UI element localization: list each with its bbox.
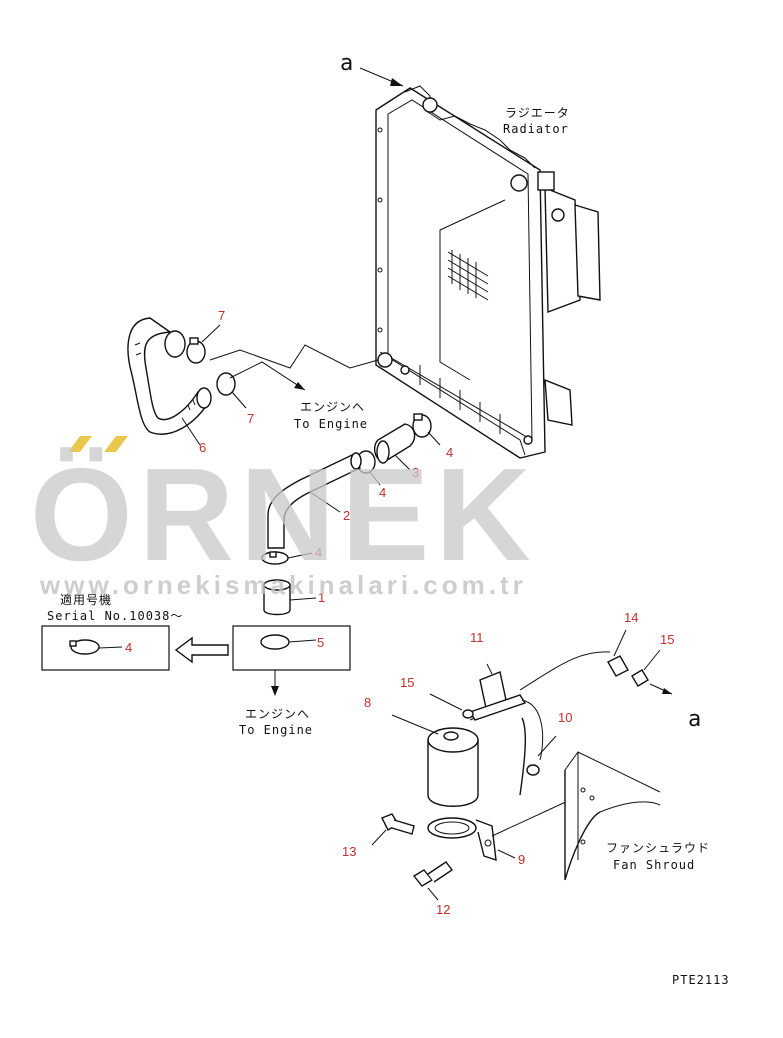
fan-shroud-label-jp: ファンシュラウド bbox=[606, 841, 710, 855]
part-number-4-middle: 4 bbox=[379, 485, 386, 500]
radiator-core-hatch bbox=[447, 250, 489, 301]
radiator-label-jp: ラジエータ bbox=[505, 106, 570, 120]
view-marker-top: a bbox=[340, 51, 353, 76]
watermark-brand: ÖRNEK bbox=[30, 441, 537, 588]
part-number-2: 2 bbox=[343, 508, 350, 523]
engine-label-jp-2: エンジンへ bbox=[245, 707, 310, 721]
engine-arrow-1 bbox=[294, 382, 305, 390]
serial-label-en: Serial No.10038～ bbox=[47, 609, 183, 623]
part-number-7a: 7 bbox=[218, 308, 225, 323]
bracket-part-11 bbox=[468, 651, 611, 761]
bolt-part-12 bbox=[412, 861, 454, 901]
serial-label-jp: 適用号機 bbox=[60, 592, 112, 607]
watermark-url: www.ornekismakinalari.com.tr bbox=[39, 570, 527, 600]
fan-shroud bbox=[564, 751, 661, 881]
fan-shroud-label-en: Fan Shroud bbox=[613, 858, 695, 872]
clamp-part-4-lower bbox=[261, 551, 313, 565]
engine-label-en-1: To Engine bbox=[294, 417, 368, 431]
part-number-11: 11 bbox=[470, 630, 484, 645]
tube-part-10 bbox=[519, 717, 557, 796]
part-number-12: 12 bbox=[436, 902, 450, 917]
radiator-assembly bbox=[375, 85, 601, 459]
part-number-5: 5 bbox=[317, 635, 324, 650]
mount-bracket-part-9 bbox=[427, 799, 571, 862]
engine-arrow-2 bbox=[271, 670, 279, 696]
view-arrow-top bbox=[359, 67, 404, 87]
clamp-part-7-lower bbox=[216, 372, 247, 409]
part-number-4-serial: 4 bbox=[125, 640, 132, 655]
watermark: ÖRNEK www.ornekismakinalari.com.tr bbox=[30, 436, 537, 600]
part-number-7b: 7 bbox=[247, 411, 254, 426]
part-number-9: 9 bbox=[518, 852, 525, 867]
upper-hose-part-6 bbox=[127, 317, 212, 446]
part-number-8: 8 bbox=[364, 695, 371, 710]
bolt-part-15-right bbox=[631, 649, 673, 695]
clamp-part-7-upper bbox=[186, 324, 221, 364]
part-number-13: 13 bbox=[342, 844, 356, 859]
hose-part-3 bbox=[373, 423, 416, 471]
part-number-14: 14 bbox=[624, 610, 638, 625]
detail-box-serial bbox=[41, 625, 170, 671]
view-marker-bottom: a bbox=[688, 707, 701, 732]
detail-box-part-5 bbox=[232, 625, 351, 671]
bolt-part-15-left bbox=[429, 693, 474, 719]
pipe-part-2 bbox=[267, 452, 362, 549]
part-number-10: 10 bbox=[558, 710, 572, 725]
part-number-1: 1 bbox=[318, 590, 325, 605]
hose-part-1 bbox=[263, 579, 317, 616]
part-number-4-lower: 4 bbox=[315, 545, 322, 560]
part-number-3: 3 bbox=[412, 465, 419, 480]
engine-label-jp-1: エンジンへ bbox=[300, 400, 365, 414]
bolt-part-13 bbox=[371, 813, 415, 846]
engine-label-en-2: To Engine bbox=[239, 723, 313, 737]
part-number-4-top: 4 bbox=[446, 445, 453, 460]
reservoir-part-8 bbox=[391, 699, 516, 807]
part-number-15-right: 15 bbox=[660, 632, 674, 647]
radiator-label-en: Radiator bbox=[503, 122, 569, 136]
drawing-code: PTE2113 bbox=[672, 973, 730, 987]
clamp-part-4-top bbox=[412, 413, 441, 446]
replacement-arrow bbox=[174, 636, 229, 664]
part-number-6: 6 bbox=[199, 440, 206, 455]
part-number-15-left: 15 bbox=[400, 675, 414, 690]
connector-part-14 bbox=[607, 629, 629, 677]
